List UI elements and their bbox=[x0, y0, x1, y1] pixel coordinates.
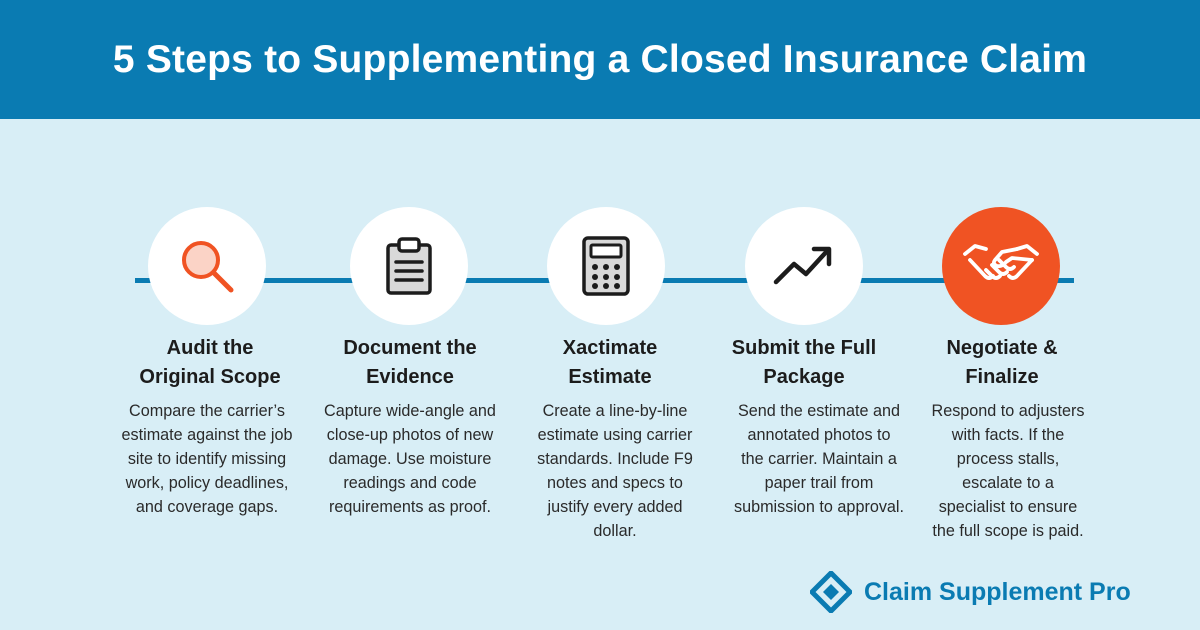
step-5-title: Negotiate & Finalize bbox=[902, 334, 1102, 392]
step-1-desc-line: Compare the carrier’s bbox=[129, 402, 285, 420]
step-5-desc-line: process stalls, bbox=[956, 450, 1060, 468]
step-4-desc-line: submission to approval. bbox=[733, 498, 905, 516]
step-5-desc-line: Respond to adjusters bbox=[931, 402, 1085, 420]
step-2-desc-line: requirements as proof. bbox=[329, 498, 491, 516]
step-4-title-line-2: Package bbox=[763, 366, 845, 388]
step-3-title-line-2: Estimate bbox=[568, 366, 652, 388]
magnifier-icon bbox=[182, 241, 234, 293]
step-4-desc-line: the carrier. Maintain a bbox=[741, 450, 897, 468]
step-5-title-line-1: Negotiate & bbox=[946, 337, 1058, 359]
step-4-circle bbox=[745, 207, 863, 325]
trending-up-icon bbox=[773, 246, 832, 285]
step-1-circle bbox=[148, 207, 266, 325]
step-2-desc-line: readings and code bbox=[343, 474, 477, 492]
step-5-desc-line: the full scope is paid. bbox=[932, 522, 1084, 540]
step-5-circle bbox=[942, 207, 1060, 325]
step-3-title: Xactimate Estimate bbox=[510, 334, 710, 392]
step-2-circle bbox=[350, 207, 468, 325]
step-3-circle bbox=[547, 207, 665, 325]
handshake-icon bbox=[963, 244, 1039, 280]
step-3-desc-line: standards. Include F9 bbox=[537, 450, 693, 468]
step-4-description: Send the estimate and annotated photos t… bbox=[717, 399, 921, 519]
step-1-desc-line: site to identify missing bbox=[127, 450, 287, 468]
step-1-desc-line: work, policy deadlines, bbox=[125, 474, 289, 492]
page-title: 5 Steps to Supplementing a Closed Insura… bbox=[112, 37, 1088, 81]
step-2-description: Capture wide-angle and close-up photos o… bbox=[310, 399, 510, 519]
step-3-desc-line: notes and specs to bbox=[547, 474, 683, 492]
step-2-desc-line: damage. Use moisture bbox=[328, 450, 492, 468]
step-5-description: Respond to adjusters with facts. If the … bbox=[908, 399, 1108, 543]
step-1-desc-line: estimate against the job bbox=[121, 426, 293, 444]
step-5-desc-line: with facts. If the bbox=[951, 426, 1065, 444]
step-3-desc-line: dollar. bbox=[593, 522, 637, 540]
step-1-title-line-2: Original Scope bbox=[139, 366, 281, 388]
step-2-title: Document the Evidence bbox=[310, 334, 510, 392]
step-5-desc-line: specialist to ensure bbox=[938, 498, 1078, 516]
step-3-desc-line: justify every added bbox=[547, 498, 683, 516]
step-3-title-line-1: Xactimate bbox=[562, 337, 658, 359]
step-2-desc-line: Capture wide-angle and bbox=[324, 402, 496, 420]
step-4-desc-line: annotated photos to bbox=[747, 426, 891, 444]
step-4-title-line-1: Submit the Full bbox=[731, 337, 877, 359]
header-banner: 5 Steps to Supplementing a Closed Insura… bbox=[0, 0, 1200, 119]
step-3-desc-line: estimate using carrier bbox=[537, 426, 693, 444]
step-5-title-line-2: Finalize bbox=[965, 366, 1039, 388]
step-1-description: Compare the carrier’s estimate against t… bbox=[107, 399, 307, 519]
step-3-description: Create a line-by-line estimate using car… bbox=[515, 399, 715, 543]
step-4-desc-line: Send the estimate and bbox=[738, 402, 900, 420]
step-2-title-line-2: Evidence bbox=[366, 366, 454, 388]
diamond-logo-icon bbox=[810, 571, 852, 613]
step-1-title-line-1: Audit the bbox=[166, 337, 254, 359]
step-2-title-line-1: Document the bbox=[343, 337, 477, 359]
step-5-desc-line: escalate to a bbox=[962, 474, 1054, 492]
step-1-desc-line: and coverage gaps. bbox=[135, 498, 279, 516]
step-4-title: Submit the Full Package bbox=[704, 334, 904, 392]
step-4-desc-line: paper trail from bbox=[764, 474, 874, 492]
calculator-icon bbox=[582, 236, 630, 296]
brand-name: Claim Supplement Pro bbox=[864, 577, 1131, 606]
step-2-desc-line: close-up photos of new bbox=[326, 426, 494, 444]
step-3-desc-line: Create a line-by-line bbox=[542, 402, 688, 420]
clipboard-icon bbox=[386, 237, 432, 295]
brand-logo: Claim Supplement Pro bbox=[810, 570, 1180, 614]
step-1-title: Audit the Original Scope bbox=[110, 334, 310, 392]
